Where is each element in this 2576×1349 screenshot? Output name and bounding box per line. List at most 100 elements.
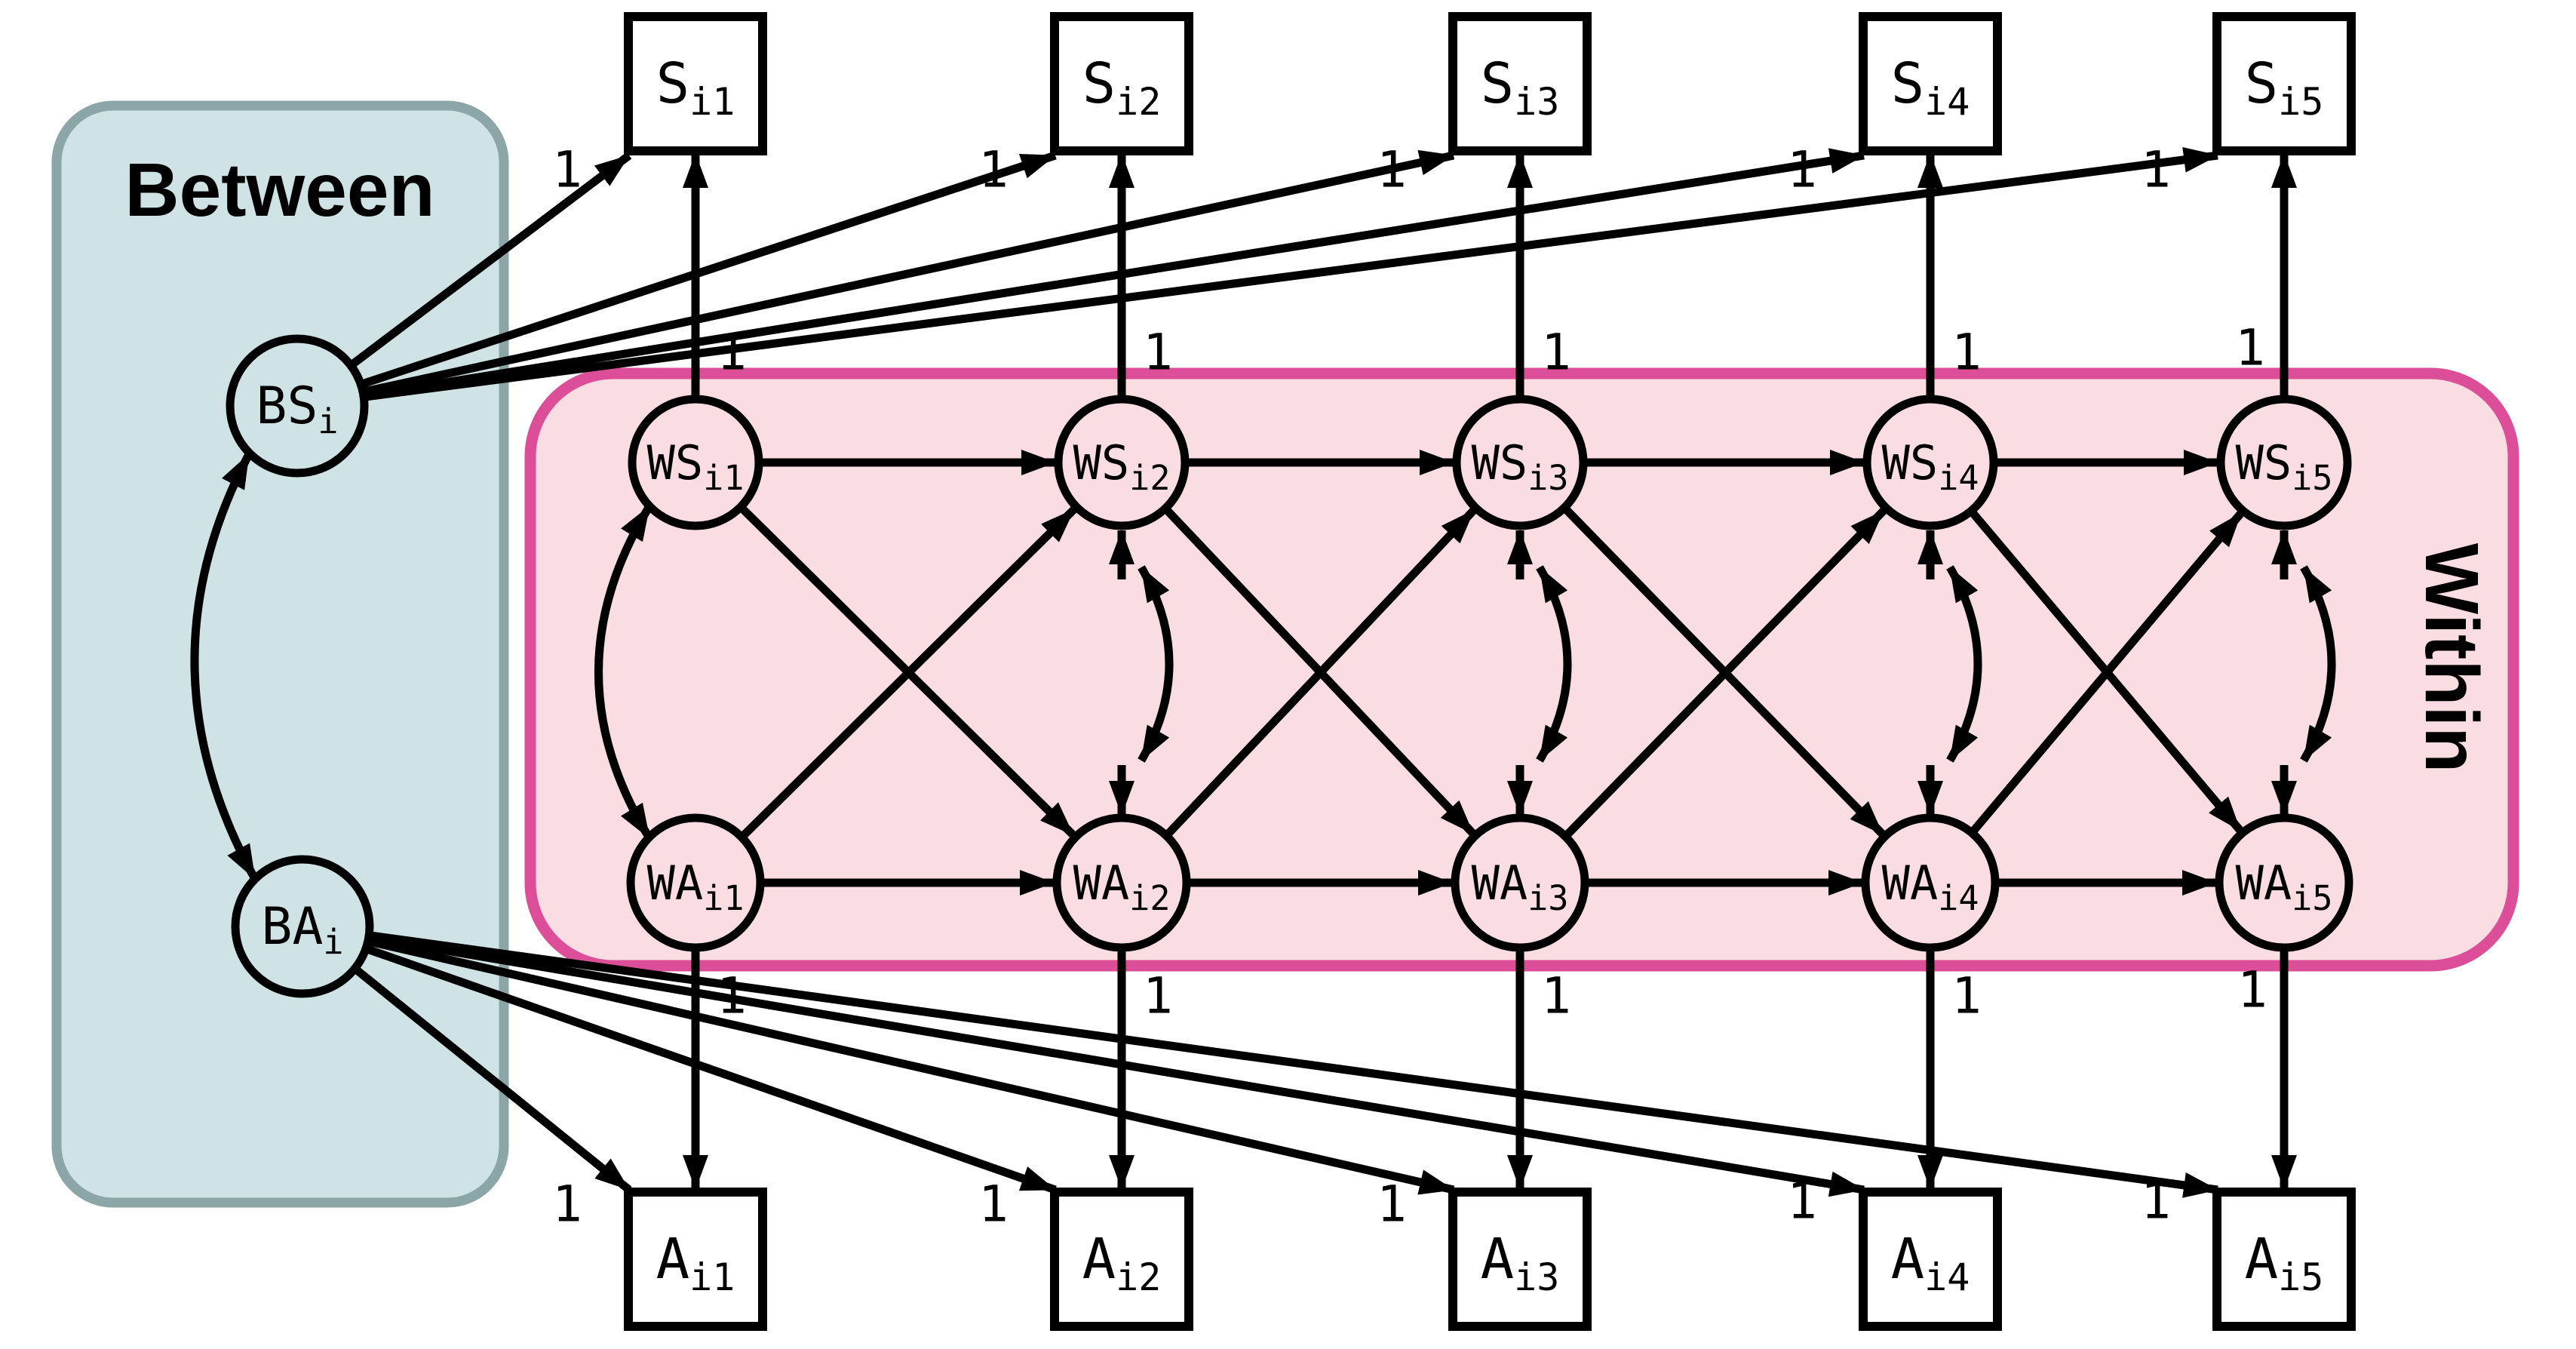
- node-WS_i3-shape: [1452, 395, 1588, 530]
- edge-cov-WSi3-WAi3: [1536, 565, 1572, 763]
- between-panel: [51, 100, 509, 1208]
- path-label-1-WSi5-Si5: 1: [2235, 319, 2265, 377]
- edge-loading-BAi-Ai5: [370, 931, 2218, 1198]
- node-WA_i4-shape: [1861, 813, 2000, 952]
- node-WA_i5: WAi5: [2215, 813, 2353, 952]
- node-WA_i3: WAi3: [1451, 813, 1589, 952]
- node-A_i5-shape: [2212, 1188, 2356, 1331]
- path-label-1-BSi-Si5: 1: [2141, 141, 2171, 199]
- node-A_i4: Ai4: [1859, 1188, 2002, 1331]
- node-S_i1-label: Si1: [656, 51, 735, 124]
- edge-loading-BSi-Si2: [361, 151, 1057, 389]
- node-S_i3: Si3: [1448, 12, 1592, 155]
- path-label-1-WAi2-Ai2: 1: [1143, 967, 1173, 1025]
- node-S_i1-shape: [624, 12, 767, 155]
- edge-loading-BSi-Si5: [364, 146, 2218, 401]
- path-label-1-WAi3-Ai3: 1: [1541, 967, 1571, 1025]
- node-WA_i2-label: WAi2: [1073, 856, 1171, 918]
- path-label-1-BAi-Ai3: 1: [1377, 1175, 1407, 1234]
- node-WS_i5-label: WSi5: [2236, 435, 2333, 498]
- node-WS_i5-shape: [2216, 395, 2352, 530]
- node-S_i2-label: Si2: [1082, 51, 1162, 124]
- node-A_i1-shape: [624, 1188, 767, 1331]
- node-A_i2-label: Ai2: [1082, 1227, 1162, 1299]
- node-BA_i-shape: [231, 855, 374, 998]
- path-label-1-BAi-Ai2: 1: [978, 1175, 1009, 1234]
- node-WS_i4: WSi4: [1862, 395, 1998, 530]
- node-WS_i2-label: WSi2: [1073, 435, 1171, 498]
- node-A_i2: Ai2: [1050, 1188, 1193, 1331]
- path-label-1-BSi-Si2: 1: [978, 141, 1009, 199]
- node-WS_i2: WSi2: [1054, 395, 1190, 530]
- node-A_i3-label: Ai3: [1481, 1227, 1560, 1299]
- node-WS_i4-shape: [1862, 395, 1998, 530]
- path-label-1-BSi-Si3: 1: [1377, 141, 1407, 199]
- node-A_i4-label: Ai4: [1891, 1227, 1970, 1299]
- node-WA_i2-shape: [1052, 813, 1191, 952]
- path-label-1-BSi-Si4: 1: [1787, 141, 1817, 199]
- node-A_i1-label: Ai1: [656, 1227, 735, 1299]
- node-WA_i1-shape: [626, 813, 765, 952]
- edge-cov-WSi4-WAi4: [1946, 565, 1982, 763]
- edge-cov-WSi1-WAi1: [594, 504, 653, 840]
- edge-cross-WAi3-WSi4: [1562, 508, 1887, 840]
- node-WS_i5: WSi5: [2216, 395, 2352, 530]
- edge-loading-BSi-Si3: [363, 149, 1455, 396]
- edge-loading-BAi-Ai3: [368, 937, 1455, 1195]
- node-WA_i4: WAi4: [1861, 813, 2000, 952]
- path-label-1-WSi3-Si3: 1: [1541, 324, 1571, 382]
- node-WA_i5-shape: [2215, 813, 2353, 952]
- edge-cov-WSi5-WAi5: [2300, 565, 2336, 763]
- edge-loading-BAi-Ai1: [353, 966, 632, 1194]
- node-S_i2: Si2: [1050, 12, 1193, 155]
- edge-loading-BSi-Si1: [349, 152, 632, 368]
- node-BA_i: BAi: [231, 855, 374, 998]
- node-WA_i3-shape: [1451, 813, 1589, 952]
- edge-cross-WAi1-WSi2: [738, 506, 1077, 840]
- node-WA_i1: WAi1: [626, 813, 765, 952]
- between-panel-label: Between: [124, 148, 434, 232]
- node-A_i3-shape: [1448, 1188, 1592, 1331]
- node-BS_i-shape: [226, 334, 369, 478]
- node-S_i4-label: Si4: [1891, 51, 1970, 124]
- path-label-1-BAi-Ai5: 1: [2141, 1172, 2171, 1231]
- path-label-1-WSi1-Si1: 1: [717, 324, 747, 382]
- node-A_i2-shape: [1050, 1188, 1193, 1331]
- node-A_i1: Ai1: [624, 1188, 767, 1331]
- within-panel-label: Within: [2409, 543, 2494, 773]
- node-WA_i3-label: WAi3: [1472, 856, 1569, 918]
- node-A_i4-shape: [1859, 1188, 2002, 1331]
- node-A_i5-label: Ai5: [2245, 1227, 2324, 1299]
- node-BA_i-label: BAi: [262, 897, 344, 962]
- edge-loading-BAi-Ai4: [370, 933, 1865, 1197]
- node-S_i1: Si1: [624, 12, 767, 155]
- node-S_i4-shape: [1859, 12, 2002, 155]
- node-WS_i2-shape: [1054, 395, 1190, 530]
- node-WA_i4-label: WAi4: [1882, 856, 1979, 918]
- node-S_i5-shape: [2212, 12, 2356, 155]
- edge-loading-BSi-Si4: [364, 148, 1865, 400]
- path-label-1-WAi4-Ai4: 1: [1951, 967, 1982, 1025]
- path-label-1-BAi-Ai4: 1: [1787, 1172, 1817, 1231]
- path-label-1-BSi-Si1: 1: [552, 141, 582, 199]
- node-WA_i5-label: WAi5: [2236, 856, 2333, 918]
- node-WS_i1-shape: [628, 395, 763, 530]
- node-S_i4: Si4: [1859, 12, 2002, 155]
- node-BS_i: BSi: [226, 334, 369, 478]
- node-S_i5: Si5: [2212, 12, 2356, 155]
- path-label-1-BAi-Ai1: 1: [552, 1175, 582, 1234]
- path-label-1-WSi2-Si2: 1: [1143, 324, 1173, 382]
- node-WA_i1-label: WAi1: [647, 856, 745, 918]
- node-S_i3-shape: [1448, 12, 1592, 155]
- node-WA_i2: WAi2: [1052, 813, 1191, 952]
- node-A_i3: Ai3: [1448, 1188, 1592, 1331]
- edge-cov-BSi-BAi: [190, 452, 259, 881]
- node-S_i5-label: Si5: [2245, 51, 2324, 124]
- edge-loading-BAi-Ai2: [366, 945, 1057, 1194]
- edge-cov-WSi2-WAi2: [1138, 565, 1174, 763]
- path-label-1-WAi1-Ai1: 1: [717, 967, 747, 1025]
- node-BS_i-label: BSi: [256, 376, 339, 441]
- node-WS_i3-label: WSi3: [1472, 435, 1569, 498]
